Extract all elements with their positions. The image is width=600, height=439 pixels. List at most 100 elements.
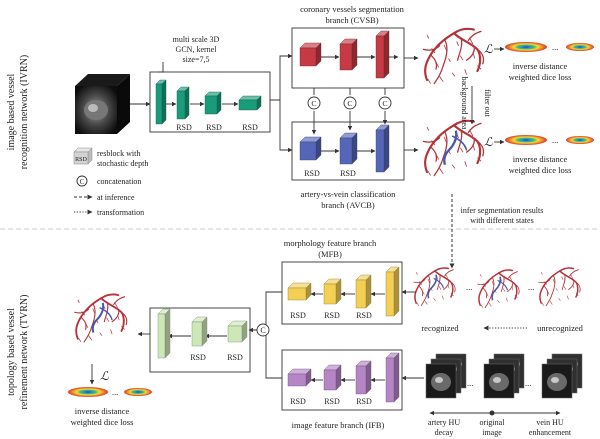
concat-symbol: C — [378, 96, 392, 110]
rsd-label: RSD — [227, 353, 243, 362]
rsd-label: RSD — [356, 311, 372, 320]
tvrn-label-line2: refinement network (TVRN) — [19, 295, 30, 410]
rsd-label: RSD — [340, 169, 356, 178]
mfb-label: morphology feature branch (MFB) — [284, 238, 377, 259]
refine-box — [149, 307, 251, 373]
mfb-block-4 — [385, 266, 400, 317]
mfb-block-3 — [355, 274, 372, 309]
loss-ring-avcb — [505, 135, 547, 145]
legend-inference: at inference — [97, 193, 135, 202]
rsd-label: RSD — [304, 169, 320, 178]
hu-left-line2: decay — [435, 428, 454, 437]
ivrn-label-line1: image based vessel — [6, 73, 17, 150]
merge-lines — [265, 291, 282, 379]
hu-mid-line1: original — [480, 418, 506, 427]
ifb-blocks: RSD RSD RSD — [287, 352, 400, 406]
gcn-label: multi scale 3D GCN, kernel size=7,5 — [173, 35, 220, 64]
rsd-label: RSD — [324, 397, 340, 406]
cvsb-block-1 — [299, 42, 322, 67]
hu-right-line1: vein HU — [536, 418, 564, 427]
loss-ring-tvrn — [68, 387, 108, 397]
unrecognized-label: unrecognized — [537, 323, 584, 333]
rsd-label: RSD — [324, 311, 340, 320]
ifb-block-2 — [323, 364, 342, 391]
svg-text:C: C — [311, 99, 316, 108]
ct-input-volume — [75, 74, 130, 134]
cvsb-avcb-links — [311, 88, 388, 135]
hu-axis-origin — [489, 410, 495, 416]
svg-text:C: C — [382, 99, 387, 108]
ifb-block-4 — [385, 352, 400, 403]
svg-text:...: ... — [467, 378, 473, 388]
tvrn-label: topology based vessel refinement network… — [6, 295, 30, 410]
mfb-block-2 — [323, 278, 342, 305]
avcb-block-1 — [299, 136, 322, 161]
legend-concat-icon — [76, 175, 88, 187]
encoder-box — [149, 71, 271, 133]
rsd-label: RSD — [190, 353, 206, 362]
legend-rsd-cube: RSD — [73, 147, 93, 165]
loss-cvsb-line1: inverse distance — [513, 61, 568, 71]
loss-dots-avcb: ... — [552, 135, 558, 145]
loss-ring-cvsb-2 — [566, 43, 594, 51]
concat-symbol: C — [343, 96, 357, 110]
svg-text:...: ... — [525, 378, 531, 388]
rsd-label: RSD — [206, 123, 222, 132]
loss-dots-cvsb: ... — [552, 42, 558, 52]
avcb-line2: branch (AVCB) — [321, 200, 375, 210]
arrow-encoder-to-avcb — [279, 100, 293, 153]
avcb-blocks: RSD RSD — [299, 124, 390, 178]
arrow-encoder-to-cvsb — [270, 53, 293, 101]
refine-blocks: RSD RSD — [157, 308, 248, 362]
loss-cvsb-line2: weighted dice loss — [509, 72, 572, 82]
encoder-block-4 — [238, 95, 262, 111]
filter-line2: background area — [460, 76, 469, 130]
encoder-block-2 — [176, 86, 190, 120]
ifb-block-1 — [287, 368, 312, 387]
rsd-label: RSD — [242, 123, 258, 132]
loss-dots-tvrn: ... — [112, 387, 118, 397]
loss-ring-avcb-2 — [566, 136, 594, 144]
rsd-label: RSD — [290, 397, 306, 406]
concat-symbol-tvrn-letter: C — [260, 326, 265, 335]
filter-line1: filter out — [483, 89, 492, 118]
rsd-label: RSD — [356, 397, 372, 406]
cvsb-label: coronary vessels segmentation branch (CV… — [300, 4, 405, 25]
vessel-tree-recognized-2 — [477, 269, 520, 309]
gcn-line2: GCN, kernel — [176, 45, 218, 54]
infer-note-line1: infer segmentation results — [461, 206, 544, 215]
loss-symbol-cvsb: ℒ — [484, 42, 493, 56]
cvsb-block-3 — [375, 30, 390, 79]
hu-mid-line2: image — [482, 428, 502, 437]
infer-note-line2: with different states — [470, 216, 533, 225]
hu-left-line1: artery HU — [428, 418, 460, 427]
legend-concat-icon-letter: C — [80, 178, 85, 186]
cvsb-line2: branch (CVSB) — [325, 15, 378, 25]
encoder-block-3 — [204, 91, 222, 115]
refine-block-3 — [157, 308, 171, 359]
trees-dots-1: ... — [466, 282, 472, 292]
loss-tvrn-line2: weighted dice loss — [71, 417, 134, 427]
avcb-box — [291, 121, 405, 181]
cvsb-blocks — [299, 30, 399, 79]
mfb-line1: morphology feature branch — [284, 238, 377, 248]
gcn-pointer — [158, 62, 164, 73]
loss-avcb-line1: inverse distance — [513, 154, 568, 164]
ivrn-label: image based vessel recognition network (… — [6, 55, 30, 169]
loss-ring-cvsb — [505, 42, 547, 52]
mfb-block-1 — [287, 282, 312, 301]
svg-text:C: C — [347, 99, 352, 108]
refine-block-2 — [191, 316, 208, 347]
vessel-tree-recognized-1 — [413, 267, 456, 307]
mfb-line2: (MFB) — [318, 249, 342, 259]
ivrn-label-line2: recognition network (IVRN) — [19, 55, 30, 169]
avcb-block-3 — [375, 124, 390, 173]
cvsb-block-2 — [339, 38, 358, 71]
vessel-tree-avcb-output — [422, 119, 485, 177]
vessel-tree-unrecognized — [538, 267, 581, 307]
legend-rsd-line2: stochastic depth — [97, 159, 148, 168]
legend-concat: concatenation — [97, 177, 141, 186]
